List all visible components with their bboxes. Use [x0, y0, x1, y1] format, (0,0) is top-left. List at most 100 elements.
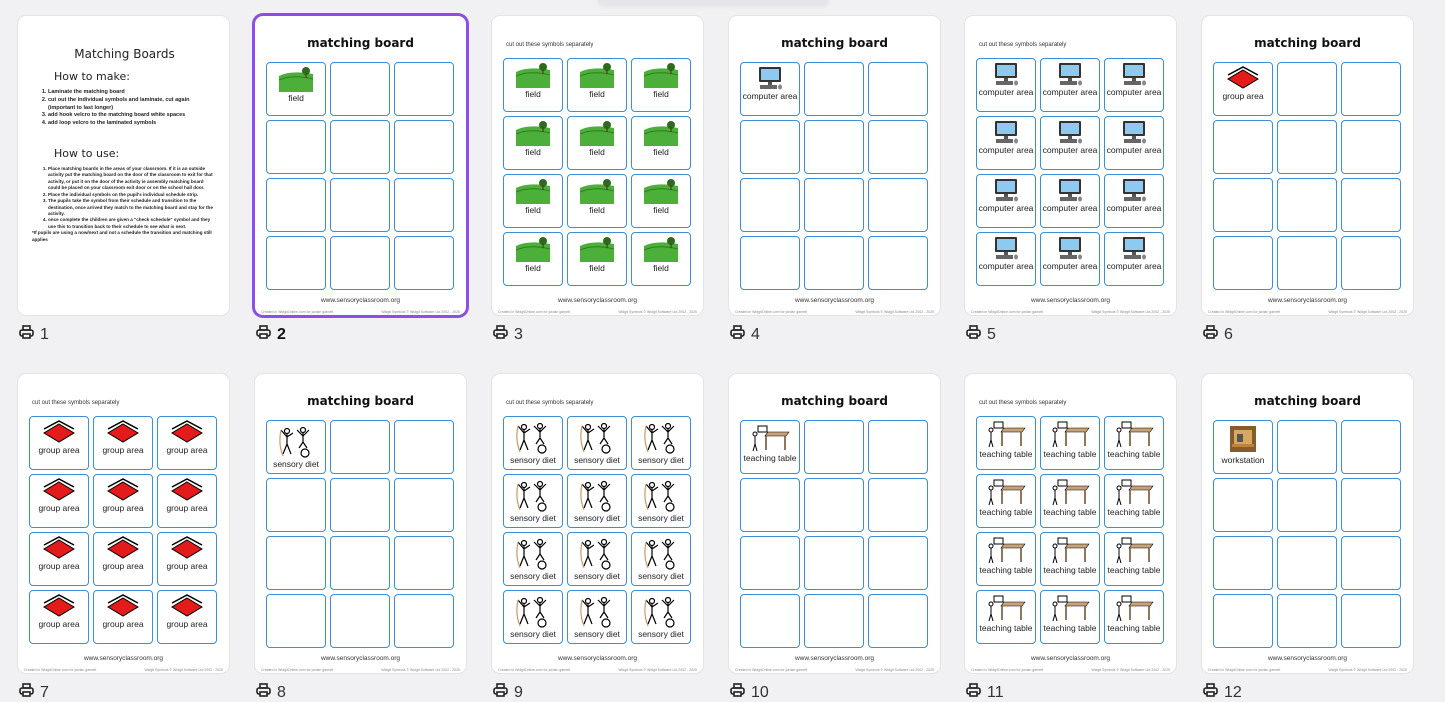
- teaching-table-icon: [986, 420, 1026, 450]
- teaching-table-icon: [1050, 420, 1090, 450]
- printer-icon[interactable]: [966, 683, 981, 702]
- symbol-cell: computer area: [740, 62, 800, 116]
- page-label-11[interactable]: 11: [966, 683, 1004, 702]
- group-area-icon: [106, 594, 140, 620]
- page-label-3[interactable]: 3: [493, 325, 523, 344]
- board-title: matching board: [1254, 36, 1361, 50]
- printer-icon[interactable]: [493, 325, 508, 344]
- printer-icon[interactable]: [730, 325, 745, 344]
- symbol-cell: group area: [157, 474, 217, 528]
- sensory-diet-icon: [579, 594, 615, 630]
- page-label-6[interactable]: 6: [1203, 325, 1233, 344]
- symbol-cell: workstation: [1213, 420, 1273, 474]
- page-label-2[interactable]: 2: [256, 325, 286, 344]
- footer-copyright: Widgit Symbols © Widgit Software Ltd 200…: [855, 668, 934, 672]
- symbol-label: computer area: [1106, 87, 1162, 98]
- page-label-5[interactable]: 5: [966, 325, 996, 344]
- symbol-cell: [868, 478, 928, 532]
- sensory-diet-icon: [579, 478, 615, 514]
- symbol-cell: [394, 236, 454, 290]
- symbol-label: group area: [166, 445, 208, 456]
- symbol-cell: computer area: [976, 174, 1036, 228]
- symbol-label: teaching table: [1043, 565, 1097, 576]
- field-icon: [515, 62, 551, 90]
- printer-icon[interactable]: [256, 325, 271, 344]
- symbol-label: computer area: [1106, 261, 1162, 272]
- workstation-icon: [1228, 424, 1258, 456]
- symbol-label: group area: [102, 619, 144, 630]
- page-footer: Created in WidgitOnline.com for jordan g…: [261, 310, 460, 314]
- page-number: 9: [514, 683, 523, 701]
- website-url: www.sensoryclassroom.org: [1030, 655, 1111, 662]
- symbol-cell: [1277, 236, 1337, 290]
- symbol-cell: [1277, 420, 1337, 474]
- symbol-cell: [1213, 536, 1273, 590]
- footer-copyright: Widgit Symbols © Widgit Software Ltd 200…: [1328, 668, 1407, 672]
- symbol-cell: group area: [93, 474, 153, 528]
- group-area-icon: [106, 536, 140, 562]
- symbol-grid: sensory diet: [266, 420, 454, 648]
- page-label-8[interactable]: 8: [256, 683, 286, 702]
- make-step: add hook velcro to the matching board wh…: [48, 112, 217, 120]
- printer-icon[interactable]: [966, 325, 981, 344]
- page-label-7[interactable]: 7: [19, 683, 49, 702]
- sensory-diet-icon: [643, 478, 679, 514]
- page-footer: Created in WidgitOnline.com for jordan g…: [971, 310, 1170, 314]
- symbol-cell: [1341, 536, 1401, 590]
- page-footer: Created in WidgitOnline.com for jordan g…: [971, 668, 1170, 672]
- how-to-make-heading: How to make:: [54, 69, 130, 83]
- symbol-label: group area: [166, 561, 208, 572]
- page-label-1[interactable]: 1: [19, 325, 49, 344]
- page-label-9[interactable]: 9: [493, 683, 523, 702]
- printer-icon[interactable]: [493, 683, 508, 702]
- symbol-cell: computer area: [1104, 232, 1164, 286]
- printer-icon[interactable]: [1203, 683, 1218, 702]
- page-label-10[interactable]: 10: [730, 683, 769, 702]
- printer-icon[interactable]: [1203, 325, 1218, 344]
- symbol-cell: [804, 120, 864, 174]
- printer-icon[interactable]: [19, 683, 34, 702]
- computer-icon: [756, 66, 784, 92]
- symbol-cell: group area: [29, 416, 89, 470]
- field-icon: [515, 236, 551, 264]
- group-area-icon: [170, 536, 204, 562]
- symbol-label: field: [589, 147, 605, 158]
- symbol-cell: field: [631, 174, 691, 228]
- symbol-cell: [1213, 478, 1273, 532]
- symbol-cell: sensory diet: [567, 416, 627, 470]
- printer-icon[interactable]: [256, 683, 271, 702]
- symbol-cell: [266, 536, 326, 590]
- page-label-12[interactable]: 12: [1203, 683, 1242, 702]
- computer-icon: [1056, 178, 1084, 204]
- page-label-4[interactable]: 4: [730, 325, 760, 344]
- field-icon: [515, 120, 551, 148]
- symbol-label: group area: [38, 561, 80, 572]
- symbol-label: computer area: [1042, 203, 1098, 214]
- symbol-cell: sensory diet: [567, 532, 627, 586]
- footer-copyright: Widgit Symbols © Widgit Software Ltd 200…: [1328, 310, 1407, 314]
- printer-icon[interactable]: [730, 683, 745, 702]
- group-area-icon: [106, 478, 140, 504]
- symbol-label: group area: [1222, 91, 1264, 102]
- symbol-cell: [330, 178, 390, 232]
- symbol-label: field: [288, 93, 304, 104]
- printer-icon[interactable]: [19, 325, 34, 344]
- footer-credit: Created in WidgitOnline.com for jordan g…: [498, 668, 571, 672]
- symbol-grid: workstation: [1213, 420, 1401, 648]
- symbol-label: sensory diet: [638, 629, 684, 640]
- symbol-cell: computer area: [1040, 58, 1100, 112]
- symbol-cell: [266, 594, 326, 648]
